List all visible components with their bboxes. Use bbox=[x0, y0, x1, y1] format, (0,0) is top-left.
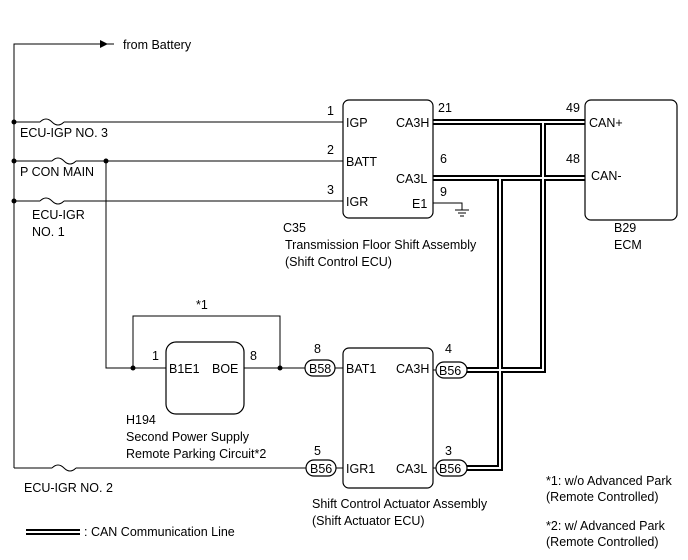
act-pin-ca3h-conn: B56 bbox=[439, 364, 461, 378]
fuse-igr1-icon bbox=[39, 197, 65, 205]
branch-igr1: ECU-IGR NO. 1 bbox=[11, 197, 343, 239]
c35-pin-ca3h-label: CA3H bbox=[396, 116, 429, 130]
act-pin-bat1-label: BAT1 bbox=[346, 362, 376, 376]
h194-code: H194 bbox=[126, 413, 156, 427]
b29-pin-canp-num: 49 bbox=[566, 101, 580, 115]
c35-component: 1 IGP 2 BATT 3 IGR 21 CA3H 6 CA3L 9 E1 C… bbox=[283, 99, 477, 269]
b29-pin-canm-num: 48 bbox=[566, 152, 580, 166]
act-pin-igr1-label: IGR1 bbox=[346, 462, 375, 476]
c35-sub: (Shift Control ECU) bbox=[285, 255, 392, 269]
b29-code: B29 bbox=[614, 221, 636, 235]
c35-name: Transmission Floor Shift Assembly bbox=[285, 238, 477, 252]
battery-feed: from Battery bbox=[13, 38, 192, 468]
h194-pin-boe-label: BOE bbox=[212, 362, 238, 376]
h194-bypass-note: *1 bbox=[196, 298, 208, 312]
act-pin-bat1-conn: B58 bbox=[309, 362, 331, 376]
branch-igr2: ECU-IGR NO. 2 bbox=[14, 464, 306, 495]
c35-pin-igp-num: 1 bbox=[327, 104, 334, 118]
fuse-pcon-icon bbox=[51, 157, 77, 165]
c35-pin-ca3l-num: 6 bbox=[440, 152, 447, 166]
act-pin-igr1-num: 5 bbox=[314, 444, 321, 458]
h194-pin-b1e1-label: B1E1 bbox=[169, 362, 200, 376]
fuse-igr1-label-2: NO. 1 bbox=[32, 225, 65, 239]
h194-sub: Remote Parking Circuit*2 bbox=[126, 447, 266, 461]
fuse-igr2-label: ECU-IGR NO. 2 bbox=[24, 481, 113, 495]
h194-pin-b1e1-num: 1 bbox=[152, 349, 159, 363]
c35-pin-igr-num: 3 bbox=[327, 183, 334, 197]
b29-name: ECM bbox=[614, 238, 642, 252]
actuator-sub: (Shift Actuator ECU) bbox=[312, 514, 425, 528]
act-pin-ca3l-num: 3 bbox=[445, 444, 452, 458]
c35-pin-igp-label: IGP bbox=[346, 116, 368, 130]
legend-label: : CAN Communication Line bbox=[84, 525, 235, 539]
act-pin-igr1-conn: B56 bbox=[310, 462, 332, 476]
c35-pin-igr-label: IGR bbox=[346, 195, 368, 209]
legend: : CAN Communication Line bbox=[26, 525, 235, 539]
fuse-igp-label: ECU-IGP NO. 3 bbox=[20, 126, 108, 140]
from-battery-label: from Battery bbox=[123, 38, 192, 52]
c35-pin-ca3h-num: 21 bbox=[438, 101, 452, 115]
act-pin-ca3l-label: CA3L bbox=[396, 462, 427, 476]
act-pin-ca3h-num: 4 bbox=[445, 342, 452, 356]
c35-pin-e1-num: 9 bbox=[440, 185, 447, 199]
c35-code: C35 bbox=[283, 221, 306, 235]
note-2-line-1: *2: w/ Advanced Park bbox=[546, 519, 666, 533]
act-pin-bat1-num: 8 bbox=[314, 342, 321, 356]
note-2-line-2: (Remote Controlled) bbox=[546, 535, 659, 549]
can-lines bbox=[433, 119, 585, 471]
act-pin-ca3h-label: CA3H bbox=[396, 362, 429, 376]
h194-component: *1 1 B1E1 8 BOE H194 Second Power Supply… bbox=[126, 298, 305, 461]
branch-pcon: P CON MAIN bbox=[11, 157, 343, 369]
c35-pin-batt-label: BATT bbox=[346, 155, 377, 169]
actuator-component: B58 8 BAT1 B56 5 IGR1 B56 4 CA3H B56 3 C… bbox=[304, 342, 488, 528]
actuator-name: Shift Control Actuator Assembly bbox=[312, 497, 488, 511]
b29-pin-canp-label: CAN+ bbox=[589, 116, 623, 130]
note-1-line-2: (Remote Controlled) bbox=[546, 490, 659, 504]
c35-pin-batt-num: 2 bbox=[327, 143, 334, 157]
act-pin-ca3l-conn: B56 bbox=[439, 462, 461, 476]
note-1-line-1: *1: w/o Advanced Park bbox=[546, 474, 673, 488]
c35-pin-ca3l-label: CA3L bbox=[396, 172, 427, 186]
fuse-igr1-label-1: ECU-IGR bbox=[32, 208, 85, 222]
c35-pin-e1-label: E1 bbox=[412, 197, 427, 211]
fuse-pcon-label: P CON MAIN bbox=[20, 165, 94, 179]
h194-name: Second Power Supply bbox=[126, 430, 250, 444]
b29-pin-canm-label: CAN- bbox=[591, 169, 622, 183]
h194-pin-boe-num: 8 bbox=[250, 349, 257, 363]
b29-component: 49 CAN+ 48 CAN- B29 ECM bbox=[566, 99, 678, 252]
notes: *1: w/o Advanced Park (Remote Controlled… bbox=[546, 474, 673, 549]
fuse-igr2-icon bbox=[51, 464, 77, 472]
ground-icon bbox=[455, 209, 469, 217]
branch-igp: ECU-IGP NO. 3 bbox=[11, 118, 343, 140]
fuse-igp-icon bbox=[39, 118, 65, 126]
